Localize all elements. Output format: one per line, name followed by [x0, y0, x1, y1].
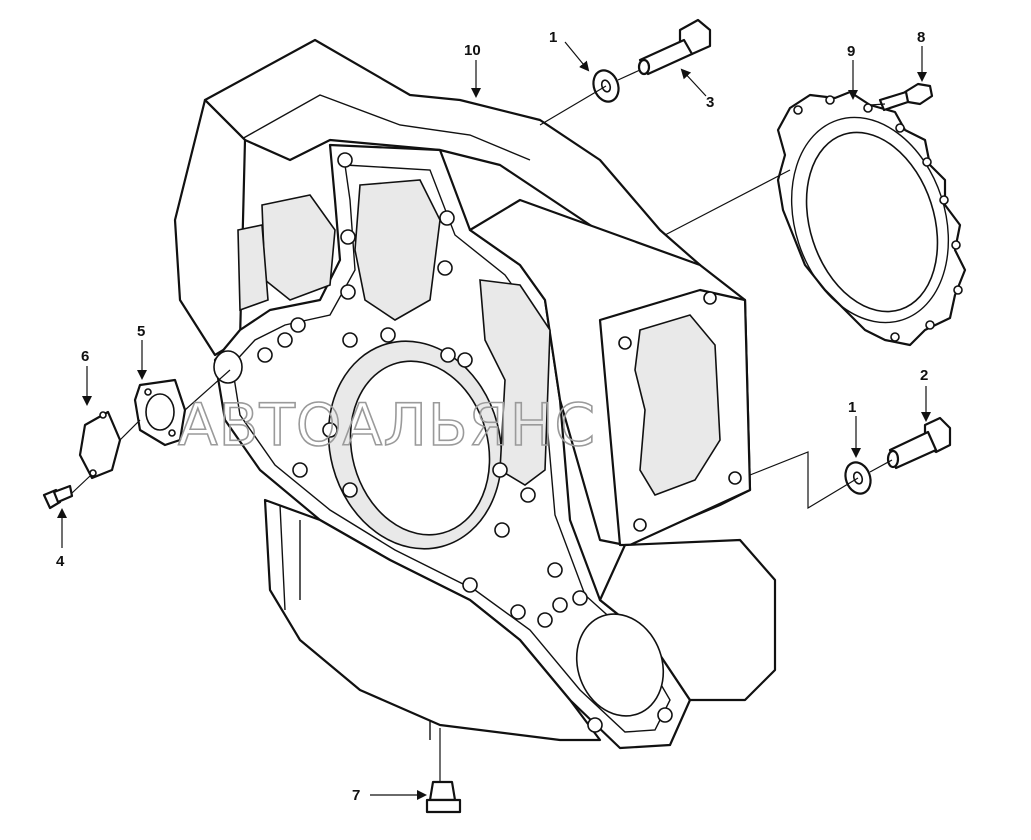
callout-9: 9	[847, 43, 855, 60]
watermark-text: АВТОАЛЬЯНС	[178, 391, 596, 459]
callout-4: 4	[56, 553, 65, 570]
small-bolt-4	[42, 484, 74, 510]
callout-1-lower: 1	[848, 399, 856, 416]
callout-3: 3	[706, 94, 714, 111]
bolt-3	[637, 18, 712, 76]
callout-8: 8	[917, 29, 925, 46]
seal-retainer	[776, 90, 967, 347]
flange-bolt-holes	[257, 152, 742, 733]
cover-plate-6	[78, 410, 122, 480]
callout-5: 5	[137, 323, 145, 340]
flywheel-housing	[173, 38, 777, 750]
gasket-5	[133, 378, 187, 447]
callout-7: 7	[352, 787, 360, 804]
drain-plug-7	[425, 780, 462, 814]
callout-labels: 1 1 2 3 4 5 6 7 8 9 10	[56, 29, 928, 804]
small-screw-8	[878, 82, 934, 112]
callout-1-upper: 1	[549, 29, 557, 46]
callout-arrows	[57, 41, 931, 800]
callout-6: 6	[81, 348, 89, 365]
leader-lines	[71, 69, 893, 782]
bolt-2	[886, 416, 952, 470]
callout-10: 10	[464, 42, 481, 59]
callout-2: 2	[920, 367, 928, 384]
